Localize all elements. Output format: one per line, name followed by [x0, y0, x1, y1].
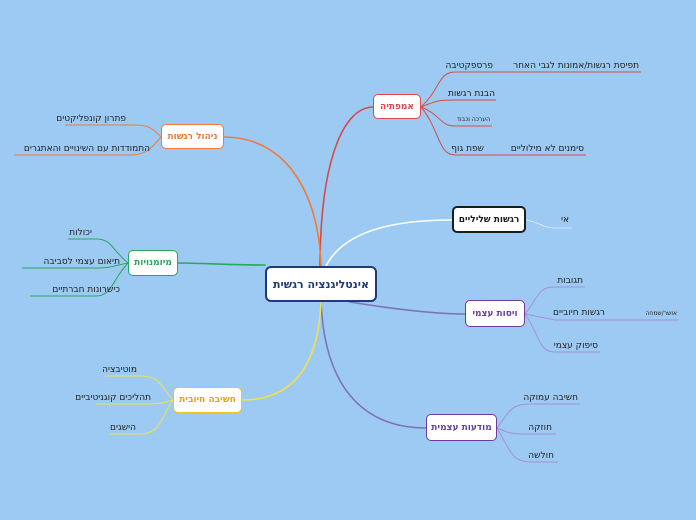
link-self-awareness — [320, 301, 427, 429]
leaf-cognitive-processes[interactable]: תהליכים קוגניטיביים — [75, 393, 151, 403]
leaf-weakness[interactable]: חולשה — [528, 451, 554, 461]
leaf-perspective[interactable]: פרספקטיבה — [445, 61, 493, 71]
link-skills — [177, 262, 266, 266]
link-negative — [324, 219, 453, 269]
leaf-reactions[interactable]: תגובות — [557, 276, 583, 286]
link-emotion-management — [223, 136, 322, 269]
branch-self-regulation[interactable]: ויסות עצמי — [465, 300, 525, 327]
branch-emotion-management[interactable]: ניהול רגשות — [161, 124, 224, 149]
leaf-body-language[interactable]: שפת גוף — [451, 144, 484, 154]
leaf-self-adjustment[interactable]: תיאום עצמי לסביבה — [43, 257, 120, 267]
leaf-abilities[interactable]: יכולות — [69, 228, 92, 238]
branch-self-awareness[interactable]: מודעות עצמית — [426, 414, 497, 441]
leaf-negative-1[interactable]: אי — [560, 215, 569, 225]
branch-skills[interactable]: מיומנויות — [128, 250, 178, 276]
branch-empathy[interactable]: אמפתיה — [373, 94, 421, 119]
leaf-coping-with-changes[interactable]: התמודדות עם השינויים והאתגרים — [23, 144, 150, 154]
leaf-conflict-resolution[interactable]: פתרון קונפליקטים — [56, 114, 126, 124]
leaf-motivation[interactable]: מוטיבציה — [102, 365, 137, 375]
leaf-happiness[interactable]: אושר/שמחה — [645, 310, 677, 317]
link-empathy — [319, 106, 374, 269]
leaf-deep-thinking[interactable]: חשיבה עמוקה — [523, 393, 578, 403]
leaf-perceiving-emotions-of-other[interactable]: תפיסת רגשות/אמונות לגבי האחר — [513, 61, 639, 71]
branch-positive-thinking[interactable]: חשיבה חיובית — [173, 387, 242, 413]
leaf-strength[interactable]: חוזקה — [528, 423, 552, 433]
branch-negative-emotions[interactable]: רגשות שליליים — [452, 206, 526, 233]
root-topic[interactable]: אינטליגנציה רגשית — [265, 266, 377, 302]
leaf-respect[interactable]: הערכה וכבוד — [456, 116, 490, 123]
leaf-self-satisfaction[interactable]: סיפוק עצמי — [553, 341, 598, 351]
link-positive-thinking — [241, 301, 322, 401]
leaf-social-talents[interactable]: כישרונות חברתיים — [52, 285, 120, 295]
leaf-positive-emotions[interactable]: רגשות חיוביים — [553, 308, 605, 318]
leaf-nonverbal-signs[interactable]: סימנים לא מילוליים — [510, 144, 584, 154]
link-self-regulation — [349, 301, 466, 315]
leaf-achievements[interactable]: הישגים — [110, 423, 136, 433]
leaf-understanding-emotions[interactable]: הבנת רגשות — [448, 89, 495, 99]
